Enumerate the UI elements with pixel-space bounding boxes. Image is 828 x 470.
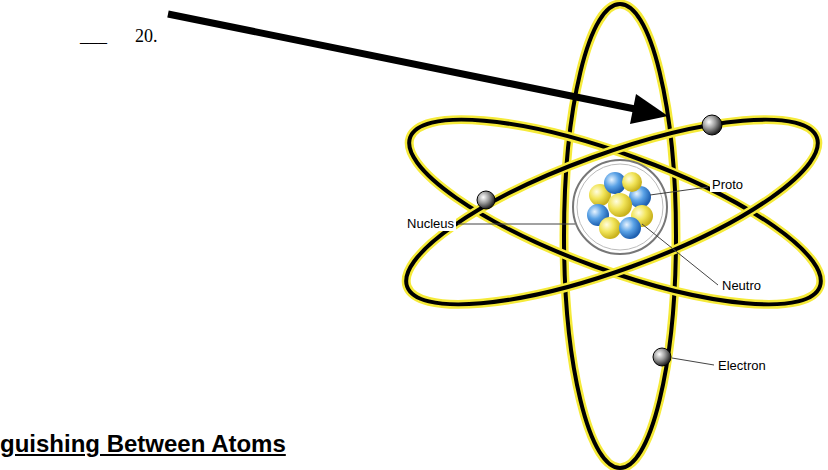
part-label: Neutro <box>720 278 763 293</box>
answer-blank: ___ <box>80 26 107 47</box>
leader-line <box>642 224 718 285</box>
electron <box>702 115 722 135</box>
leader-line <box>672 358 714 365</box>
part-label: Proto <box>710 177 745 192</box>
question-number: 20. <box>135 26 158 47</box>
leader-line <box>650 187 708 195</box>
part-label: Electron <box>716 358 768 373</box>
electron <box>653 348 671 366</box>
pointer-arrow <box>168 14 668 124</box>
part-label: Nucleus <box>405 216 456 231</box>
orbit <box>387 83 828 341</box>
section-heading: guishing Between Atoms <box>0 430 286 458</box>
leader-line <box>458 224 575 225</box>
orbit <box>564 4 676 468</box>
electron <box>477 191 495 209</box>
nucleus <box>573 160 667 254</box>
